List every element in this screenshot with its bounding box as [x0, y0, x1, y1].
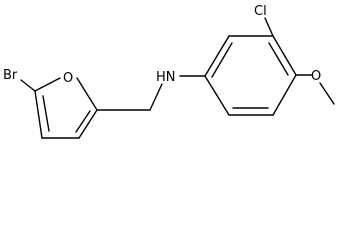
- bond-ch2-nh: [149, 83, 163, 111]
- bond-o-ch3: [319, 82, 335, 105]
- molecule-structure: Br O HN Cl O: [3, 4, 335, 139]
- bond-c4-c5-inner: [42, 95, 50, 132]
- bond-ring-1-inner: [211, 42, 233, 78]
- bond-o-c2: [76, 77, 98, 111]
- atom-label-br: Br: [3, 68, 18, 83]
- atom-label-furan-oxygen: O: [63, 71, 73, 86]
- bond-ring-1: [204, 35, 230, 77]
- bond-ring-3-inner: [268, 42, 289, 76]
- bond-c5-o: [34, 77, 61, 92]
- bonds: [20, 17, 335, 139]
- bond-ring-6: [204, 75, 230, 116]
- bond-c2-c3: [78, 109, 98, 139]
- bond-ring-4: [272, 74, 297, 116]
- atom-label-methoxy-oxygen: O: [311, 69, 321, 84]
- atom-label-cl: Cl: [254, 4, 267, 19]
- atom-labels: Br O HN Cl O: [3, 4, 321, 86]
- bond-ring-3: [272, 35, 297, 76]
- bond-br-c5: [20, 79, 36, 92]
- atom-label-nh: HN: [156, 70, 176, 85]
- bond-c2-c3-inner: [75, 110, 91, 133]
- bond-c4-c5: [34, 90, 43, 139]
- bond-c3-cl: [264, 17, 274, 37]
